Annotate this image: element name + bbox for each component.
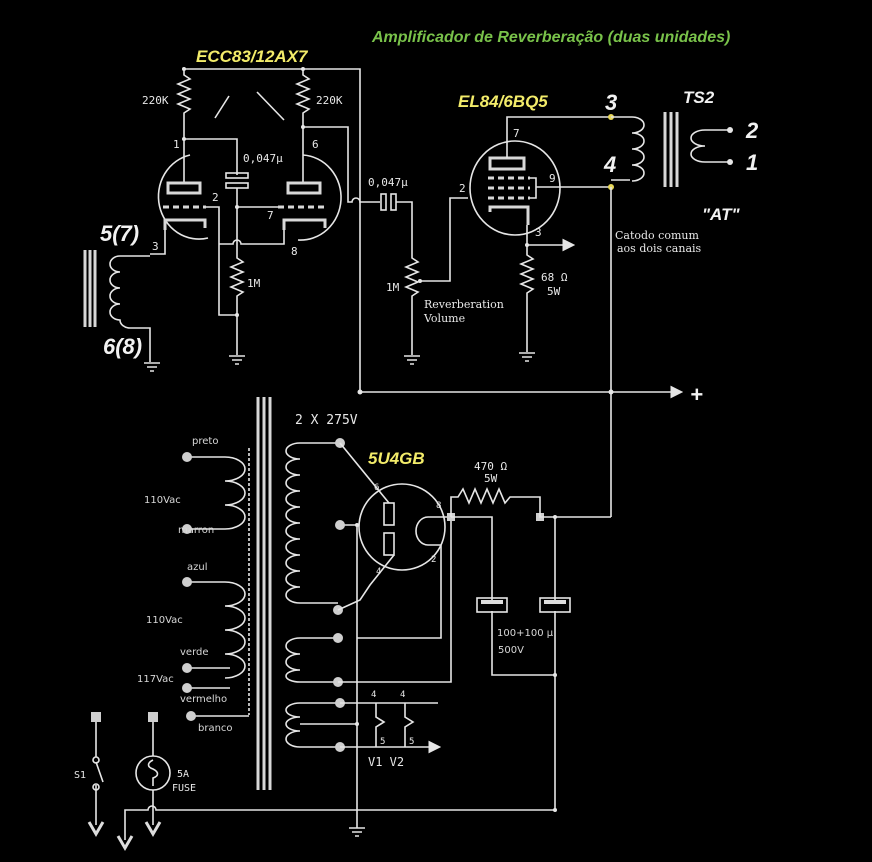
output-transformer: 3 4 TS2 2 1 "AT" <box>603 88 759 224</box>
primary-voltage-label: 110Vac <box>144 495 181 506</box>
r-plate-left-label: 220K <box>142 94 169 107</box>
r-cathode-68-label: 68 Ω <box>541 271 568 284</box>
switch-label: S1 <box>74 770 86 781</box>
secondary-voltage-label: 2 X 275V <box>295 413 358 428</box>
pin-label: 2 <box>431 555 436 565</box>
pin-label: 3 <box>152 240 159 253</box>
wire-color-label: branco <box>198 723 233 734</box>
power-supply: preto marron azul verde vermelho branco … <box>74 397 611 851</box>
pin-label: 7 <box>513 127 520 140</box>
cathode-resistor-68 <box>518 245 536 352</box>
pin-label: 8 <box>291 245 298 258</box>
ot-name-label: TS2 <box>683 88 715 107</box>
power-switch <box>95 722 104 825</box>
ground-icon <box>349 827 365 837</box>
mains-arrow-icon <box>144 821 162 837</box>
ground-icon <box>519 352 535 362</box>
ground-icon <box>144 362 160 372</box>
ot-secondary-bottom-label: 1 <box>746 150 758 175</box>
volume-stage: 0,047µ 1M Reverberation Volume <box>368 176 504 365</box>
preamp-tube-label: ECC83/12AX7 <box>196 47 309 66</box>
input-coil-bottom-label: 6(8) <box>103 334 142 359</box>
cathode-note-2: aos dois canais <box>617 242 702 255</box>
diagram-title: Amplificador de Reverberação (duas unida… <box>371 29 730 46</box>
power-tube-label: EL84/6BQ5 <box>458 92 548 111</box>
ot-primary-bottom-label: 4 <box>603 152 616 177</box>
input-coil <box>109 255 151 362</box>
c-coupling-volume-label: 0,047µ <box>368 176 408 189</box>
wire-color-label: preto <box>192 436 218 447</box>
wire-color-label: azul <box>187 562 208 573</box>
plate-resistor-left <box>175 69 193 183</box>
c-filter-voltage: 500V <box>498 645 524 656</box>
cathode-resistor <box>228 244 246 355</box>
r-cathode-label: 1M <box>247 277 261 290</box>
wire-color-label: verde <box>180 647 209 658</box>
wire-color-label: marron <box>178 525 214 536</box>
pin-label: 3 <box>535 226 542 239</box>
ot-secondary-top-label: 2 <box>745 118 759 143</box>
fuse-rating-label: 5A <box>177 769 189 780</box>
volume-label-2: Volume <box>423 312 465 325</box>
heaters-label: V1 V2 <box>368 755 404 769</box>
power-stage: 7 9 2 3 68 Ω 5W Catodo comum aos dois ca… <box>459 116 702 362</box>
primary-voltage-label: 117Vac <box>137 674 174 685</box>
pin-label: 4 <box>376 567 381 577</box>
pin-label: 8 <box>436 501 441 511</box>
volume-pot-wiper <box>420 197 468 282</box>
pot-label: 1M <box>386 281 400 294</box>
pin-label: 6 <box>312 138 319 151</box>
ot-primary-top-label: 3 <box>605 90 617 115</box>
pin-label: 1 <box>173 138 180 151</box>
pin-label: 2 <box>459 182 466 195</box>
r-filter-label: 470 Ω <box>474 460 507 473</box>
heater-pin-label: 4 <box>371 690 376 700</box>
rectifier-envelope <box>358 483 446 571</box>
ot-type-label: "AT" <box>702 205 740 224</box>
r-filter-power: 5W <box>484 472 498 485</box>
mains-arrow-icon <box>87 821 105 837</box>
heater-pin-label: 5 <box>409 737 414 747</box>
pin-label: 7 <box>267 209 274 222</box>
mains-arrow-icon <box>116 835 134 851</box>
input-coil-top-label: 5(7) <box>100 221 139 246</box>
r-plate-right-label: 220K <box>316 94 343 107</box>
preamp-stage: 220K 220K 0,047µ 1 2 3 6 7 8 <box>83 67 380 392</box>
heater-pin-label: 4 <box>400 690 405 700</box>
filter-resistor <box>450 486 611 518</box>
cathode-note-1: Catodo comum <box>615 229 699 242</box>
ground-icon <box>229 355 245 365</box>
pin-label: 2 <box>212 191 219 204</box>
b-plus-label: + <box>690 382 703 407</box>
fuse-icon <box>135 755 171 791</box>
wire-color-label: vermelho <box>180 694 227 705</box>
c-filter-label: 100+100 µ <box>497 628 554 639</box>
c-coupling-preamp-label: 0,047µ <box>243 152 283 165</box>
ground-icon <box>404 355 420 365</box>
heater-pin-label: 5 <box>380 737 385 747</box>
rectifier-tube-label: 5U4GB <box>368 449 425 468</box>
plate-resistor-right <box>294 69 312 183</box>
volume-label-1: Reverberation <box>424 298 504 311</box>
primary-voltage-label: 110Vac <box>146 615 183 626</box>
pin-label: 9 <box>549 172 556 185</box>
r-cathode-68-power: 5W <box>547 285 561 298</box>
fuse-label: FUSE <box>172 783 196 794</box>
pin-label: 6 <box>374 483 379 493</box>
